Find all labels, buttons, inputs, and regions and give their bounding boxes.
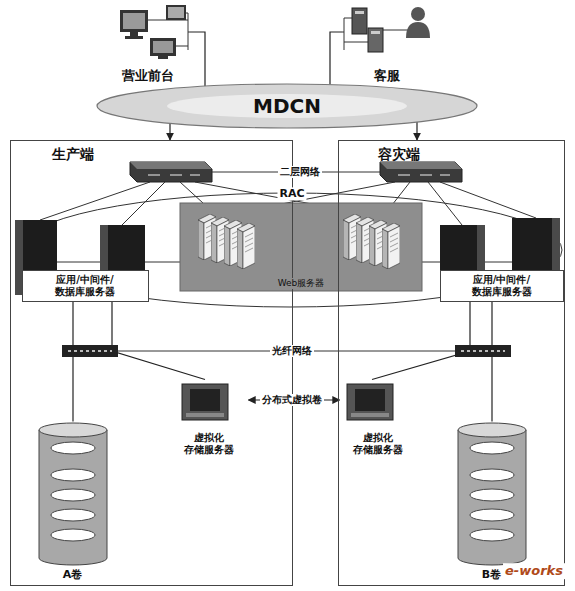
site-region: 生产端应用/中间件/ 数据库服务器虚拟化 存储服务器 A卷 — [10, 140, 293, 586]
site-region: 容灾端应用/中间件/ 数据库服务器虚拟化 存储服务器 B卷 — [338, 140, 565, 586]
network-wires — [18, 172, 562, 351]
node-text: B卷 — [482, 568, 501, 581]
connector — [190, 32, 205, 86]
node-text: A卷 — [63, 568, 83, 581]
network-cloud: MDCN — [97, 84, 477, 128]
node-text: 虚拟化 存储服务器 — [343, 432, 413, 456]
node-text: 生产端 — [52, 146, 94, 163]
node-text: Web服务器 — [275, 278, 328, 289]
cloud-shape — [97, 84, 477, 128]
connector — [416, 122, 417, 140]
connector — [330, 32, 342, 85]
edge-label: 分布式虚拟卷 — [260, 394, 324, 406]
node-text: MDCN — [253, 94, 321, 118]
connector — [72, 302, 73, 422]
network-label: 光纤网络 — [270, 345, 314, 357]
connector — [112, 302, 205, 380]
storage-volume: A卷 — [33, 422, 113, 584]
node-text: 客服 — [374, 68, 400, 84]
cluster-label: RAC — [277, 187, 306, 200]
node-text: 应用/中间件/ 数据库服务器 — [26, 274, 145, 298]
node-text: 营业前台 — [122, 68, 174, 84]
server-group: 客服 — [342, 4, 432, 86]
terminal-group: 营业前台 — [105, 4, 190, 86]
server-label: 应用/中间件/ 数据库服务器 — [22, 270, 149, 302]
network-label: 二层网络 — [278, 166, 322, 178]
node-text: 应用/中间件/ 数据库服务器 — [444, 274, 560, 298]
web-server-pool: Web服务器 — [180, 203, 422, 291]
connector — [491, 302, 492, 422]
san-switches — [62, 345, 511, 357]
storage-volume: B卷 — [452, 422, 532, 584]
server-label: 应用/中间件/ 数据库服务器 — [440, 270, 564, 302]
storage-server: 虚拟化 存储服务器 — [170, 380, 249, 458]
node-text: 容灾端 — [378, 146, 420, 163]
connector — [372, 302, 470, 380]
service-icons — [342, 7, 430, 52]
web-server-box — [180, 203, 422, 291]
disk-cylinders — [39, 423, 526, 565]
connector — [169, 123, 170, 140]
terminal-icons — [120, 5, 190, 59]
storage-server: 虚拟化 存储服务器 — [340, 380, 416, 458]
storage-server-icons — [182, 384, 393, 420]
switch-icons — [130, 162, 462, 182]
watermark: e-works — [503, 563, 565, 579]
node-text: 虚拟化 存储服务器 — [173, 432, 246, 456]
